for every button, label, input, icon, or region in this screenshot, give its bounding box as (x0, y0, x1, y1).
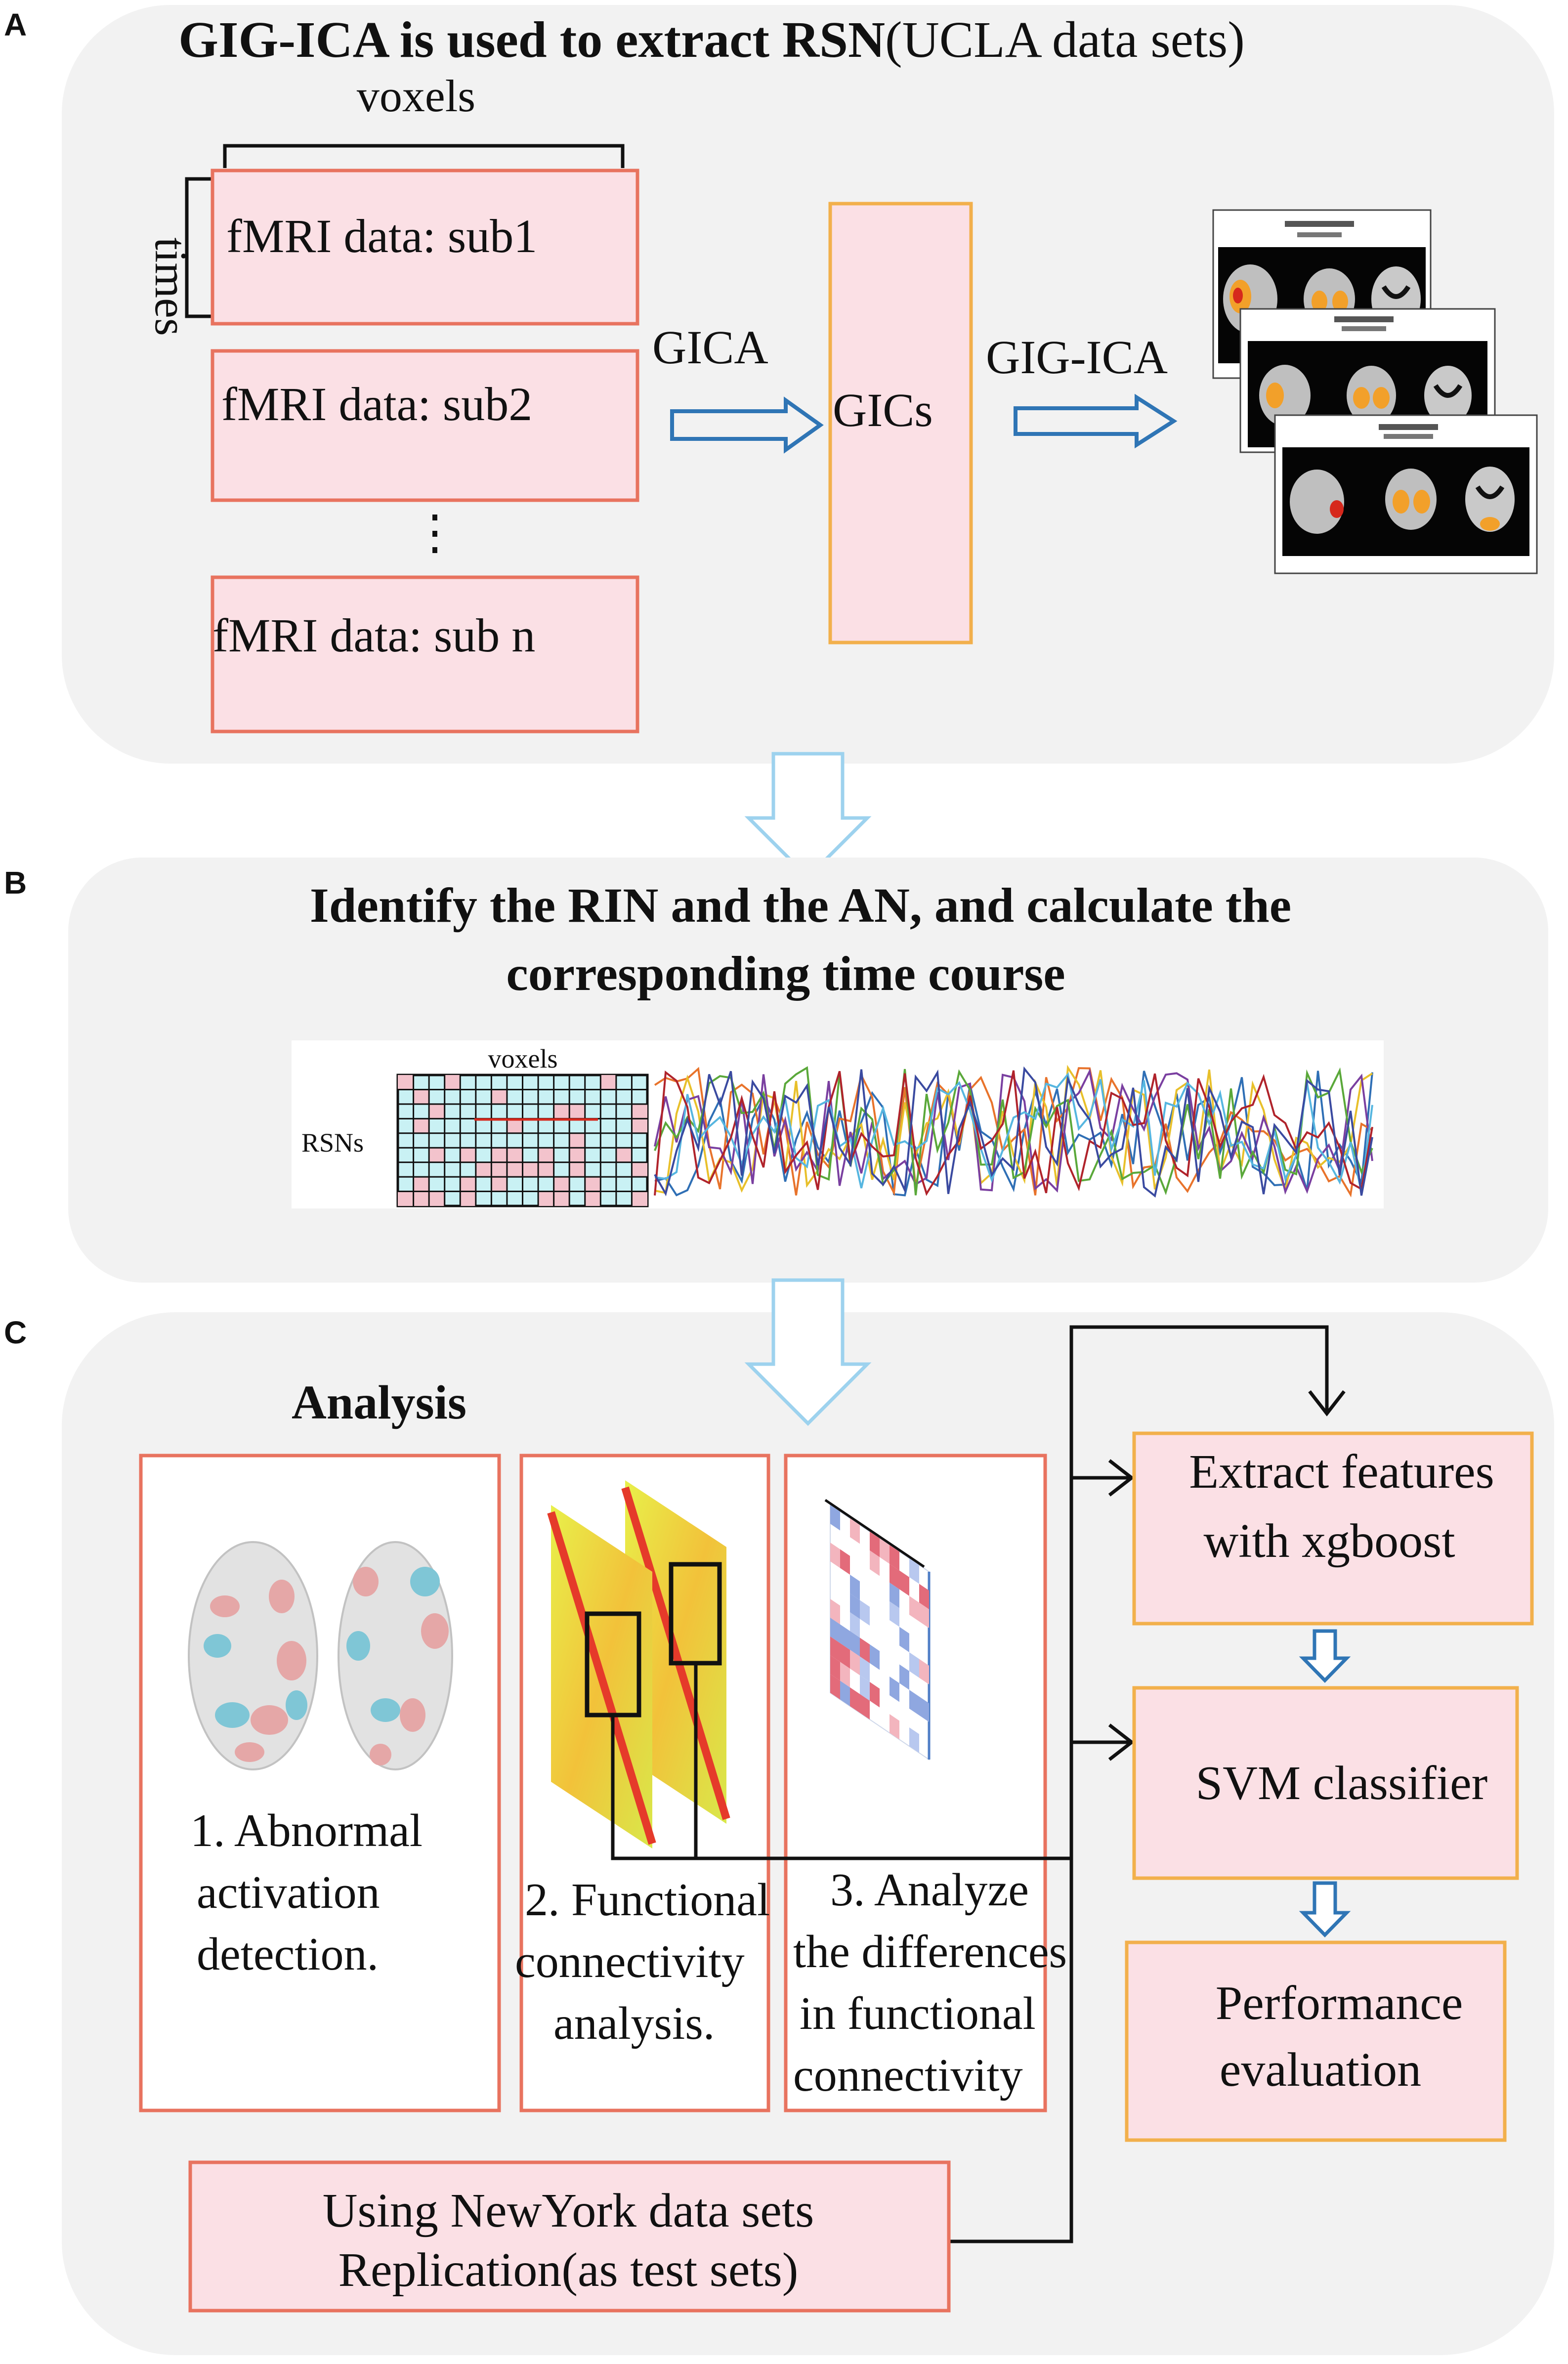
panel-b-title-line-2: corresponding time course (506, 946, 1065, 1001)
svm-classifier-box (1132, 1686, 1519, 1880)
matrix-rsns-label: RSNs (301, 1128, 364, 1158)
voxels-bracket (223, 144, 625, 168)
arrow-a-to-b (744, 752, 872, 880)
newyork-line-2: Replication(as test sets) (339, 2243, 799, 2297)
signal-line (654, 1071, 1373, 1197)
panel-a-title: GIG-ICA is used to extract RSN(UCLA data… (178, 11, 1245, 68)
panel-a-title-rest: (UCLA data sets) (885, 11, 1245, 68)
gics-label: GICs (833, 384, 933, 436)
arrow-b-to-c-front (744, 1278, 872, 1426)
box3-line-4: connectivity (793, 2050, 1023, 2101)
performance-line-1: Performance (1216, 1977, 1463, 2030)
activation-brain-images (188, 1541, 453, 1770)
rsn-matrix-cells (398, 1075, 647, 1206)
extract-line-2: with xgboost (1203, 1514, 1455, 1568)
panel-letter-c: C (4, 1315, 27, 1350)
matrix-voxels-label: voxels (488, 1044, 558, 1074)
analysis-label: Analysis (292, 1376, 466, 1429)
performance-line-2: evaluation (1220, 2043, 1421, 2097)
rsn-time-course-figure: voxels RSNs (292, 1040, 1384, 1208)
times-label: times (146, 237, 196, 336)
box2-line-3: analysis. (553, 1998, 715, 2049)
gica-label: GICA (652, 321, 768, 374)
subject-label-n: fMRI data: sub n (212, 609, 535, 662)
box1-line-3: detection. (197, 1929, 379, 1980)
panel-b-title-line-1: Identify the RIN and the AN, and calcula… (310, 878, 1291, 933)
panel-a-title-bold: GIG-ICA is used to extract RSN (178, 11, 885, 68)
subject-box-n (211, 575, 639, 733)
connectivity-matrix-images (547, 1480, 730, 1848)
gics-box (828, 202, 973, 645)
brain-map-3 (1274, 414, 1538, 574)
newyork-line-1: Using NewYork data sets (323, 2184, 814, 2237)
arrow-svm-to-performance (1299, 1881, 1351, 1938)
box1-line-2: activation (197, 1867, 380, 1918)
subject-box-2 (211, 349, 639, 502)
voxels-label: voxels (357, 71, 475, 121)
panel-letter-b: B (4, 865, 27, 901)
time-course-signals (654, 1065, 1373, 1198)
box2-line-2: connectivity (515, 1936, 745, 1987)
panel-letter-a: A (4, 7, 27, 43)
svm-label: SVM classifier (1196, 1757, 1488, 1810)
box2-line-1: 2. Functional (525, 1874, 770, 1926)
difference-matrix-image (824, 1499, 931, 1761)
box3-line-2: the differences (793, 1926, 1067, 1977)
signal-line (654, 1070, 1373, 1196)
subjects-ellipsis: ⋮ (411, 506, 459, 559)
newyork-box (188, 2160, 951, 2313)
analysis-box-1 (139, 1454, 501, 2112)
subject-box-1 (211, 169, 639, 326)
rsn-brain-maps (1212, 209, 1538, 574)
extract-line-1: Extract features (1189, 1445, 1494, 1499)
signal-line (654, 1072, 1373, 1192)
extract-features-box (1132, 1431, 1534, 1626)
gica-arrow (670, 396, 824, 454)
times-bracket (185, 177, 212, 318)
box1-line-1: 1. Abnormal (190, 1805, 423, 1856)
gigica-label: GIG-ICA (986, 331, 1168, 384)
gigica-arrow (1014, 393, 1178, 449)
arrow-extract-to-svm (1299, 1629, 1351, 1683)
signal-line (654, 1066, 1373, 1198)
connector-lines (611, 1325, 1346, 2243)
subject-label-1: fMRI data: sub1 (226, 210, 537, 262)
performance-box (1125, 1940, 1507, 2142)
box3-line-3: in functional (800, 1988, 1036, 2039)
subject-label-2: fMRI data: sub2 (221, 378, 532, 430)
rsn-matrix-grid (398, 1075, 647, 1206)
box3-line-1: 3. Analyze (830, 1864, 1029, 1916)
